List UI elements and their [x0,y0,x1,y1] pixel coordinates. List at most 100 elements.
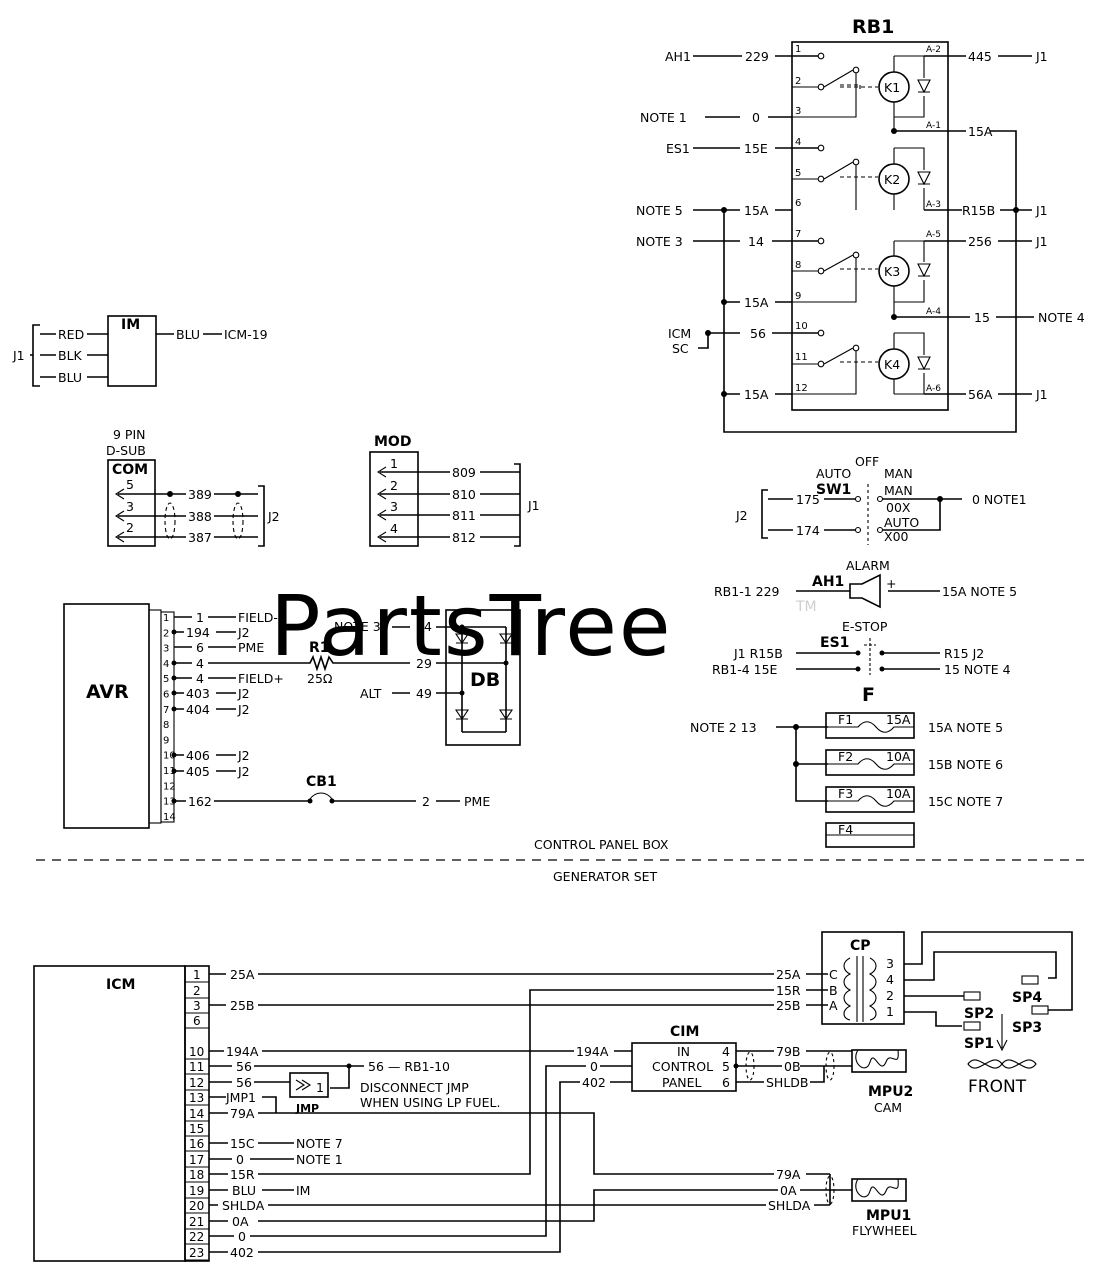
cim-wire: 0 [590,1059,598,1074]
icm-pin-number: 2 [193,984,201,998]
icm-wire: 15C [230,1136,255,1151]
rb1-wire: 14 [748,234,764,249]
com-pin: 5 [126,477,134,492]
avr-dest: FIELD+ [238,671,284,686]
avr-pin-number: 7 [163,705,169,716]
rb1-pin: 7 [795,229,801,240]
rb1-pin: 5 [795,168,801,179]
com-sub2: D-SUB [106,443,146,458]
cb1-title: CB1 [306,774,337,790]
jmp-note: WHEN USING LP FUEL. [360,1095,500,1110]
mpu1-sensor: MPU1 FLYWHEEL [825,1174,917,1238]
cim-pin: 4 [722,1044,730,1059]
im-wire: BLU [58,370,82,385]
db-label: ALT [360,686,382,701]
icm-wire: 25B [230,998,254,1013]
fuse-f2 [825,749,915,776]
rb1-box [791,41,949,411]
fuse-feed: NOTE 2 13 [690,720,757,735]
r1-value: 25Ω [307,671,333,686]
cim-wire-right: SHLDB [766,1075,809,1090]
icm-wire: SHLDA [222,1198,265,1213]
section-bottom-label: GENERATOR SET [553,869,658,884]
es1-title: ES1 [820,635,849,651]
icm-pin-number: 20 [189,1199,204,1213]
icm-wire: 56 [236,1075,252,1090]
ah1-left: RB1-1 229 [714,584,780,599]
mpu2-sensor: MPU2 CAM [851,1049,913,1115]
cp-title: CP [850,938,871,954]
cp-pin: C [829,967,838,982]
icm-pin-number: 18 [189,1168,204,1182]
im-title: IM [121,317,140,333]
rb1-wire: 15E [744,141,768,156]
rb1-ref-ah1: AH1 [665,49,691,64]
rb1-wire-right: 56A [968,387,993,402]
icm-wiring: 25A 25A 25B 25B 15R 15R 194A 194A 56 56 … [209,967,830,1260]
sw1-label: MAN [884,483,913,498]
icm-wire: JMP1 [225,1090,256,1105]
icm-wire: 79A [230,1106,255,1121]
cb1-breaker: CB1 2 PME [306,774,490,809]
cp-coil-pack: CP C B A 3 4 2 1 [821,931,1073,1027]
im-module: IM J1 RED BLK BLU BLU ICM-19 [12,315,268,387]
fuse-f1 [825,712,915,739]
fuse-out: 15B NOTE 6 [928,757,1003,772]
ah1-label: ALARM [846,558,890,573]
rb1-ref-right: J1 [1035,203,1048,218]
section-top-label: CONTROL PANEL BOX [534,837,669,852]
icm-note: NOTE 1 [296,1152,343,1167]
avr-pin-number: 9 [163,735,169,746]
r1-title: R1 [309,640,330,656]
mpu2-sub: CAM [874,1100,902,1115]
avr-dest: FIELD- [238,610,278,625]
icm-pin-number: 17 [189,1153,204,1167]
avr-wire: 162 [188,794,212,809]
fuse-rating: 10A [886,786,911,801]
icm-pin-number: 12 [189,1076,204,1090]
rb1-wire-right: 256 [968,234,992,249]
rb1-ref-right: NOTE 4 [1038,310,1085,325]
cp-pin: 3 [886,956,894,971]
icm-pin-number: 6 [193,1014,201,1028]
avr-pin-number: 8 [163,720,169,731]
sw1-wire: 175 [796,492,820,507]
sw1-wire: 174 [796,523,820,538]
rb1-ref-right: J1 [1035,234,1048,249]
rb1-apin: A-4 [926,307,941,317]
cim-pin: 5 [722,1059,730,1074]
fuse-label: F4 [838,822,853,837]
cim-wire-right: 0B [784,1059,801,1074]
im-out: BLU [176,327,200,342]
com-pin: 2 [126,520,134,535]
mod-pin: 2 [390,478,398,493]
rb1-pin: 4 [795,137,801,148]
icm-wire: 0A [232,1214,249,1229]
cim-line: PANEL [662,1075,702,1090]
avr-dest: J2 [237,625,250,640]
icm-note: IM [296,1183,310,1198]
icm-wire: 0 [238,1229,246,1244]
mod-pin: 3 [390,499,398,514]
sw1-label: 00X [886,500,911,515]
avr-wire: 1 [196,610,204,625]
rb1-title: RB1 [852,16,894,38]
avr-wire: 6 [196,640,204,655]
rb1-ref-right: J1 [1035,49,1048,64]
avr-dest: J2 [237,764,250,779]
rb1-pin: 12 [795,383,808,394]
sw1-switch: AUTO OFF MAN MAN 00X AUTO X00 SW1 J2 175… [735,454,1027,545]
es1-left: RB1-4 15E [712,662,778,677]
icm-pin-number: 3 [193,999,201,1013]
icm-wire: 194A [226,1044,259,1059]
sw1-title: SW1 [816,482,851,498]
rb1-wire: 56 [750,326,766,341]
rb1-pin: 3 [795,106,801,117]
db-label: NOTE 3 [334,619,381,634]
avr-wire: 405 [186,764,210,779]
watermark-tm: TM [795,599,817,615]
sw1-conn: J2 [735,508,748,523]
rb1-pin: 2 [795,76,801,87]
jmp-title: JMP [295,1102,319,1115]
